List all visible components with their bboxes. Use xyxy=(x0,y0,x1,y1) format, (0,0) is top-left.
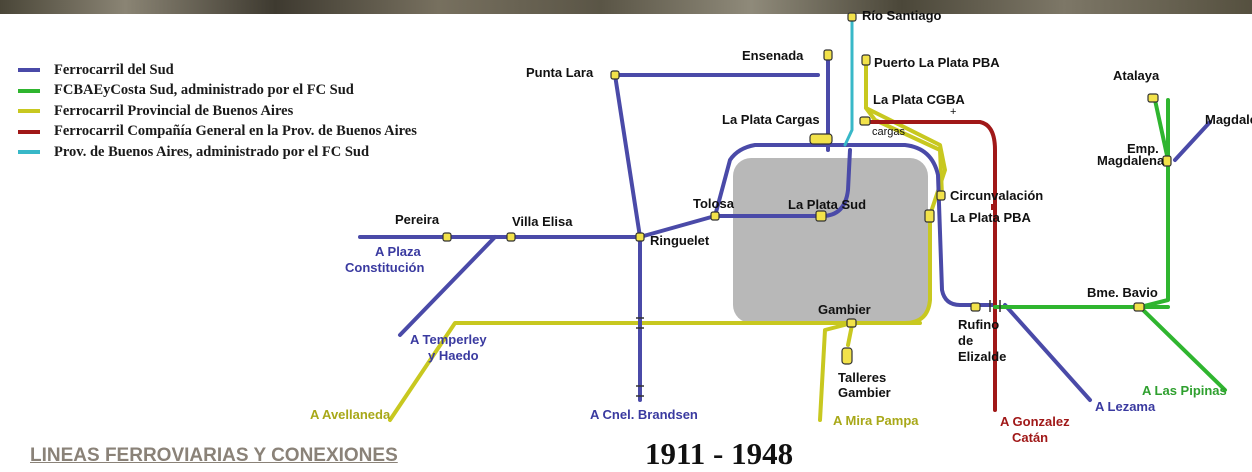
station-marker-ringuelet xyxy=(635,232,645,242)
legend-label: Ferrocarril Compañía General en la Prov.… xyxy=(54,123,417,140)
provincial-line-puerto xyxy=(864,58,947,325)
costa-sud-line-pipinas xyxy=(1138,305,1227,392)
legend-swatch xyxy=(18,129,40,134)
costa-sud-line-emp xyxy=(1153,98,1170,162)
pba-sud-line-rio-santiago xyxy=(843,16,854,147)
label-cargas: cargas xyxy=(872,126,906,138)
legend-swatch xyxy=(18,150,40,155)
label-punta-lara: Punta Lara xyxy=(526,65,594,80)
provincial-line-mira-pampa xyxy=(818,321,854,422)
station-marker-rufino xyxy=(970,302,981,312)
station-marker-villa-elisa xyxy=(506,232,516,242)
sud-line-lezama xyxy=(1003,303,1092,402)
label-emp-magdalena: Magdalena xyxy=(1097,153,1165,168)
dest-temperley: A Temperley xyxy=(410,332,487,347)
station-marker-rio-santiago xyxy=(847,12,857,22)
station-marker-la-plata-sud xyxy=(815,210,827,222)
station-marker-atalaya xyxy=(1147,93,1159,103)
label-la-plata-sud: La Plata Sud xyxy=(788,197,866,212)
station-marker-ensenada xyxy=(823,49,833,61)
label-rufino-elizalde: Elizalde xyxy=(958,349,1006,364)
provincial-line-talleres xyxy=(846,323,854,347)
label-ringuelet: Ringuelet xyxy=(650,233,710,248)
legend-swatch xyxy=(18,68,40,73)
dest-constitucion: Constitución xyxy=(345,260,424,275)
station-marker-talleres xyxy=(841,347,853,365)
label-pereira: Pereira xyxy=(395,212,440,227)
label-puerto-la-plata: Puerto La Plata PBA xyxy=(874,55,1000,70)
cgba-line xyxy=(864,120,997,412)
station-marker-cgba-red xyxy=(991,204,997,210)
label-rufino-de: de xyxy=(958,333,973,348)
station-marker-puerto xyxy=(861,54,871,66)
dest-gonzalez: A Gonzalez xyxy=(1000,414,1070,429)
legend-swatch xyxy=(18,109,40,114)
dest-mira-pampa: A Mira Pampa xyxy=(833,413,919,428)
legend-item: Ferrocarril Compañía General en la Prov.… xyxy=(18,122,417,143)
dest-catan: Catán xyxy=(1012,430,1048,445)
station-marker-circunvalacion xyxy=(936,190,946,201)
legend-label: Ferrocarril del Sud xyxy=(54,61,174,78)
station-marker-la-plata-pba xyxy=(924,209,935,223)
label-magdalena: Magdalena xyxy=(1205,112,1252,127)
sud-loop xyxy=(713,143,997,307)
legend-label: Prov. de Buenos Aires, administrado por … xyxy=(54,143,370,160)
label-talleres: Talleres xyxy=(838,370,886,385)
label-rio-santiago: Río Santiago xyxy=(862,8,942,23)
sud-line-temperley xyxy=(398,235,497,337)
crossing-plus-mark: + xyxy=(950,106,956,118)
legend-item: Ferrocarril del Sud xyxy=(18,60,417,81)
dest-avellaneda: A Avellaneda xyxy=(310,407,391,422)
station-marker-tolosa xyxy=(710,211,720,221)
label-emp: Emp. xyxy=(1127,141,1159,156)
label-gambier: Gambier xyxy=(818,302,871,317)
label-ensenada: Ensenada xyxy=(742,48,804,63)
label-atalaya: Atalaya xyxy=(1113,68,1160,83)
station-marker-emp-magdalena xyxy=(1162,155,1172,167)
station-marker-gambier xyxy=(846,318,857,328)
dest-plaza: A Plaza xyxy=(375,244,422,259)
legend-item: Prov. de Buenos Aires, administrado por … xyxy=(18,142,417,163)
station-marker-pereira xyxy=(442,232,452,242)
header-photo-strip xyxy=(0,0,1252,14)
label-talleres-gambier: Gambier xyxy=(838,385,891,400)
provincial-line-circunvalacion xyxy=(864,106,944,197)
dest-brandsen: A Cnel. Brandsen xyxy=(590,407,698,422)
label-circunvalacion: Circunvalación xyxy=(950,188,1043,203)
station-marker-la-plata-cargas xyxy=(809,133,833,145)
sud-line-magdalena xyxy=(1173,120,1212,162)
legend-item: FCBAEyCosta Sud, administrado por el FC … xyxy=(18,81,417,102)
label-rufino: Rufino xyxy=(958,317,999,332)
dest-haedo: y Haedo xyxy=(428,348,479,363)
provincial-line-avellaneda xyxy=(388,321,922,422)
legend-label: FCBAEyCosta Sud, administrado por el FC … xyxy=(54,82,354,99)
legend-swatch xyxy=(18,88,40,93)
dest-pipinas: A Las Pipinas xyxy=(1142,383,1227,398)
footer-period: 1911 - 1948 xyxy=(645,436,794,471)
label-la-plata-cargas: La Plata Cargas xyxy=(722,112,820,127)
label-la-plata-pba: La Plata PBA xyxy=(950,210,1032,225)
label-la-plata-cgba: La Plata CGBA xyxy=(873,92,965,107)
footer-title: LINEAS FERROVIARIAS Y CONEXIONES xyxy=(30,445,398,466)
label-tolosa: Tolosa xyxy=(693,196,735,211)
dest-lezama: A Lezama xyxy=(1095,399,1156,414)
label-villa-elisa: Villa Elisa xyxy=(512,214,573,229)
legend-label: Ferrocarril Provincial de Buenos Aires xyxy=(54,102,294,119)
costa-sud-line-atalaya xyxy=(1138,98,1170,309)
station-marker-punta-lara xyxy=(610,70,620,80)
la-plata-urban-area xyxy=(733,158,928,323)
legend-item: Ferrocarril Provincial de Buenos Aires xyxy=(18,101,417,122)
station-marker-bme-bavio xyxy=(1133,302,1145,312)
label-bme-bavio: Bme. Bavio xyxy=(1087,285,1158,300)
station-marker-la-plata-cgba xyxy=(859,116,871,126)
